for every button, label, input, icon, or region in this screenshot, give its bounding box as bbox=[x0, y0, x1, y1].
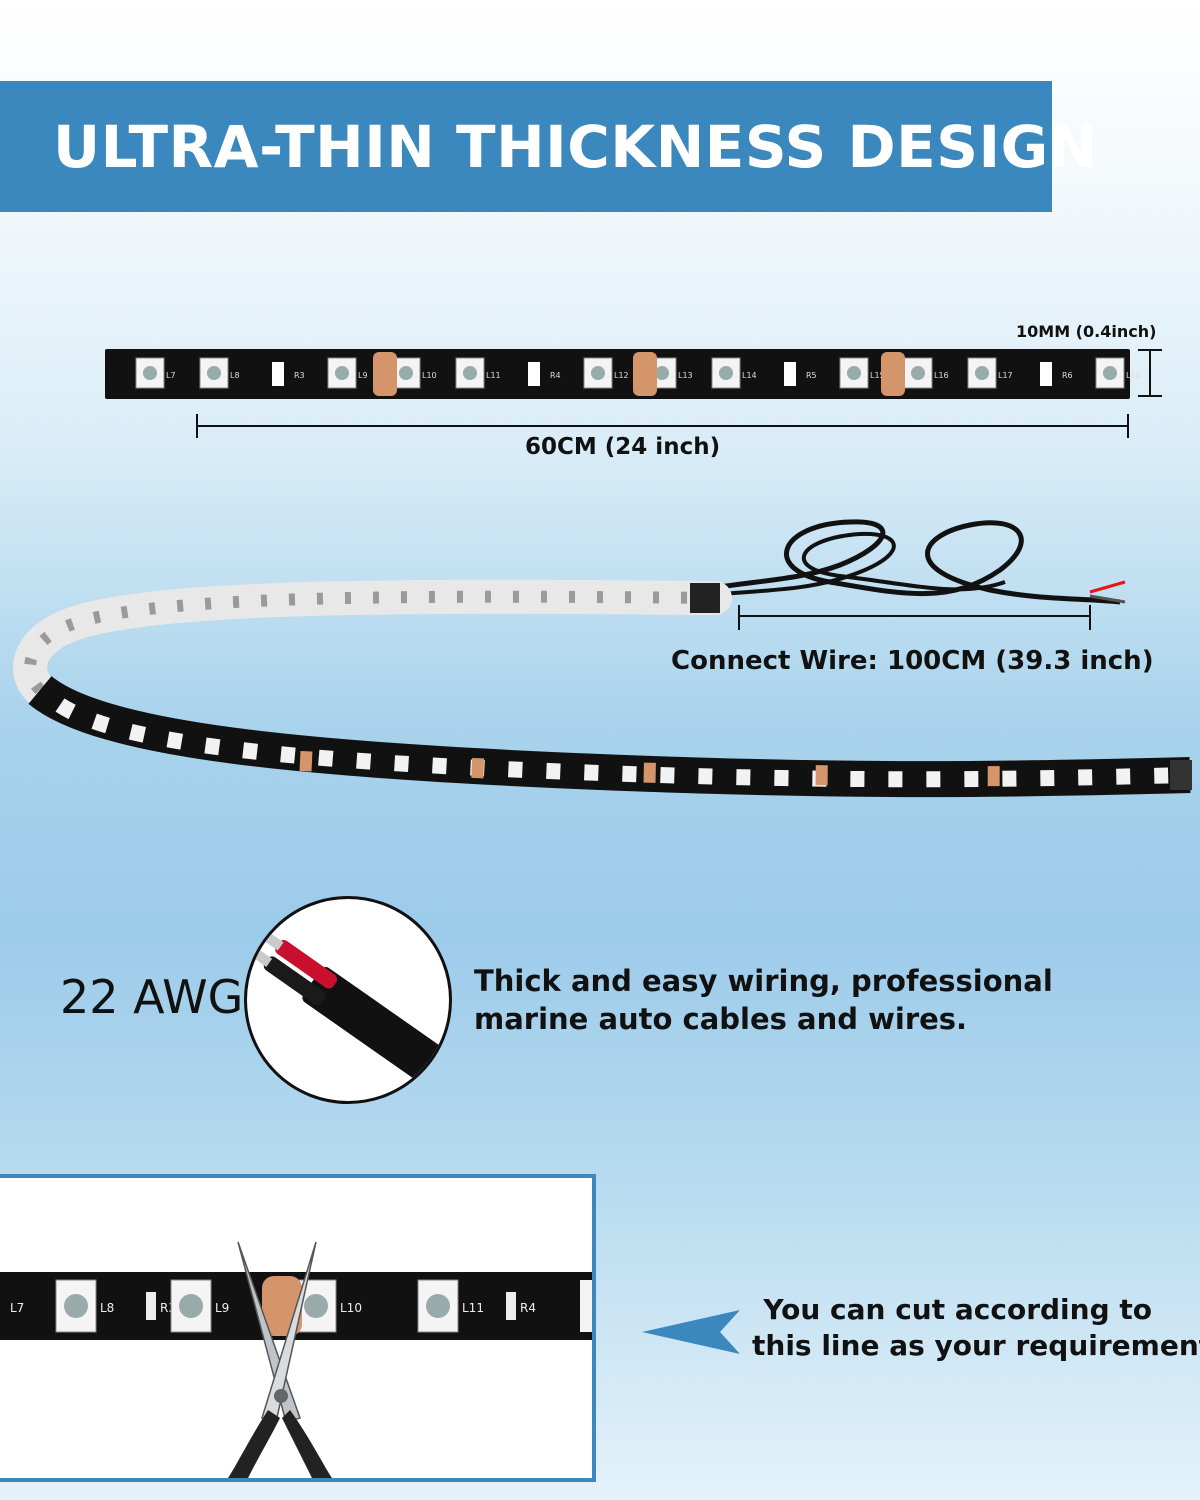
led-lens bbox=[426, 1294, 450, 1318]
resistor-mark bbox=[146, 1292, 156, 1320]
led-lens bbox=[975, 366, 989, 380]
led-label: L11 bbox=[462, 1301, 484, 1315]
solder-pad bbox=[373, 352, 397, 396]
width-label: 10MM (0.4inch) bbox=[1016, 322, 1157, 341]
led-label: R4 bbox=[550, 371, 561, 380]
wire-dimension-marker bbox=[738, 605, 1091, 630]
led-lens bbox=[847, 366, 861, 380]
led-label: L17 bbox=[998, 371, 1013, 380]
led-lens bbox=[335, 366, 349, 380]
led-label: L9 bbox=[215, 1301, 229, 1315]
gauge-description: Thick and easy wiring, professional mari… bbox=[474, 962, 1053, 1038]
wire-cross-section-icon bbox=[247, 927, 449, 1101]
resistor-mark bbox=[1040, 362, 1052, 386]
cut-caption-line2: this line as your requirement bbox=[752, 1329, 1200, 1362]
coiled-strip-diagram bbox=[13, 519, 1192, 798]
led-label: L7 bbox=[10, 1301, 24, 1315]
resistor-mark bbox=[784, 362, 796, 386]
led-label: L14 bbox=[742, 371, 757, 380]
led-label: L15 bbox=[870, 371, 885, 380]
led-label: L12 bbox=[614, 371, 629, 380]
led-label: L8 bbox=[100, 1301, 114, 1315]
led-label: L18 bbox=[1126, 371, 1141, 380]
connect-wire-label: Connect Wire: 100CM (39.3 inch) bbox=[671, 646, 1154, 676]
dimension-diagram: L7 L8 R3 L9 L10 L11 R4 L12 L13 L14 R5 L15 L16 L17 R6 L1… bbox=[105, 349, 1162, 438]
solder-pad bbox=[633, 352, 657, 396]
led-lens bbox=[591, 366, 605, 380]
length-dimension-marker bbox=[196, 414, 1129, 438]
led-chip bbox=[580, 1280, 592, 1332]
page-title: ULTRA-THIN THICKNESS DESIGN bbox=[53, 112, 1098, 181]
led-strip-top: L7 L8 R3 L9 L10 L11 R4 L12 L13 L14 R5 L15 L16 L17 R6 L1… bbox=[105, 349, 1141, 399]
led-lens bbox=[143, 366, 157, 380]
led-label: L11 bbox=[486, 371, 501, 380]
led-lens bbox=[655, 366, 669, 380]
cut-caption: You can cut according to this line as yo… bbox=[752, 1292, 1200, 1364]
led-label: L10 bbox=[422, 371, 437, 380]
led-label: L10 bbox=[340, 1301, 362, 1315]
led-lens bbox=[1103, 366, 1117, 380]
led-lens bbox=[207, 366, 221, 380]
led-lens bbox=[719, 366, 733, 380]
gauge-label: 22 AWG bbox=[60, 970, 244, 1024]
cable-closeup bbox=[244, 896, 452, 1104]
led-label: R6 bbox=[1062, 371, 1073, 380]
width-dimension-marker bbox=[1138, 349, 1162, 397]
resistor-mark bbox=[272, 362, 284, 386]
led-lens bbox=[179, 1294, 203, 1318]
led-lens bbox=[463, 366, 477, 380]
led-label: R5 bbox=[806, 371, 817, 380]
led-label: L13 bbox=[678, 371, 693, 380]
cable-icon bbox=[699, 519, 1121, 605]
led-label: L16 bbox=[934, 371, 949, 380]
led-label: R4 bbox=[520, 1301, 536, 1315]
resistor-mark bbox=[506, 1292, 516, 1320]
led-lens bbox=[64, 1294, 88, 1318]
led-label: L7 bbox=[166, 371, 176, 380]
arrow-left-icon bbox=[642, 1310, 740, 1354]
led-lens bbox=[911, 366, 925, 380]
led-lens bbox=[304, 1294, 328, 1318]
header-banner: ULTRA-THIN THICKNESS DESIGN bbox=[0, 81, 1097, 212]
gauge-description-line2: marine auto cables and wires. bbox=[474, 1002, 968, 1036]
led-label: L9 bbox=[358, 371, 368, 380]
resistor-mark bbox=[528, 362, 540, 386]
solder-pad bbox=[881, 352, 905, 396]
gauge-description-line1: Thick and easy wiring, professional bbox=[474, 964, 1053, 998]
led-label: R3 bbox=[294, 371, 305, 380]
led-lens bbox=[399, 366, 413, 380]
led-label: L8 bbox=[230, 371, 240, 380]
scissors-icon bbox=[228, 1241, 332, 1478]
length-label: 60CM (24 inch) bbox=[525, 434, 721, 460]
cut-caption-line1: You can cut according to bbox=[763, 1293, 1152, 1326]
